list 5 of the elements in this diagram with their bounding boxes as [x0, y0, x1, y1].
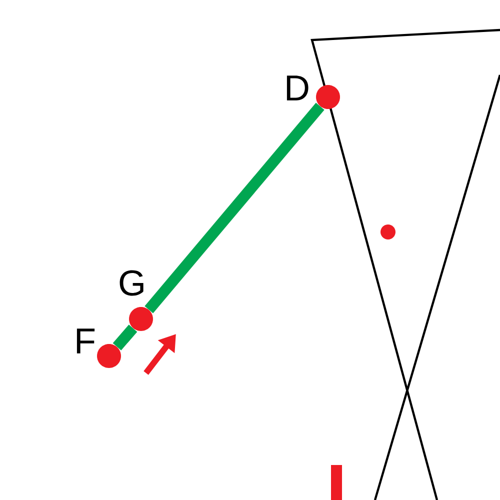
line-segment	[144, 102, 324, 314]
point-label: D	[286, 76, 308, 100]
line-segment	[112, 324, 138, 350]
point-label: G	[120, 270, 144, 296]
point-label: F	[76, 328, 95, 354]
